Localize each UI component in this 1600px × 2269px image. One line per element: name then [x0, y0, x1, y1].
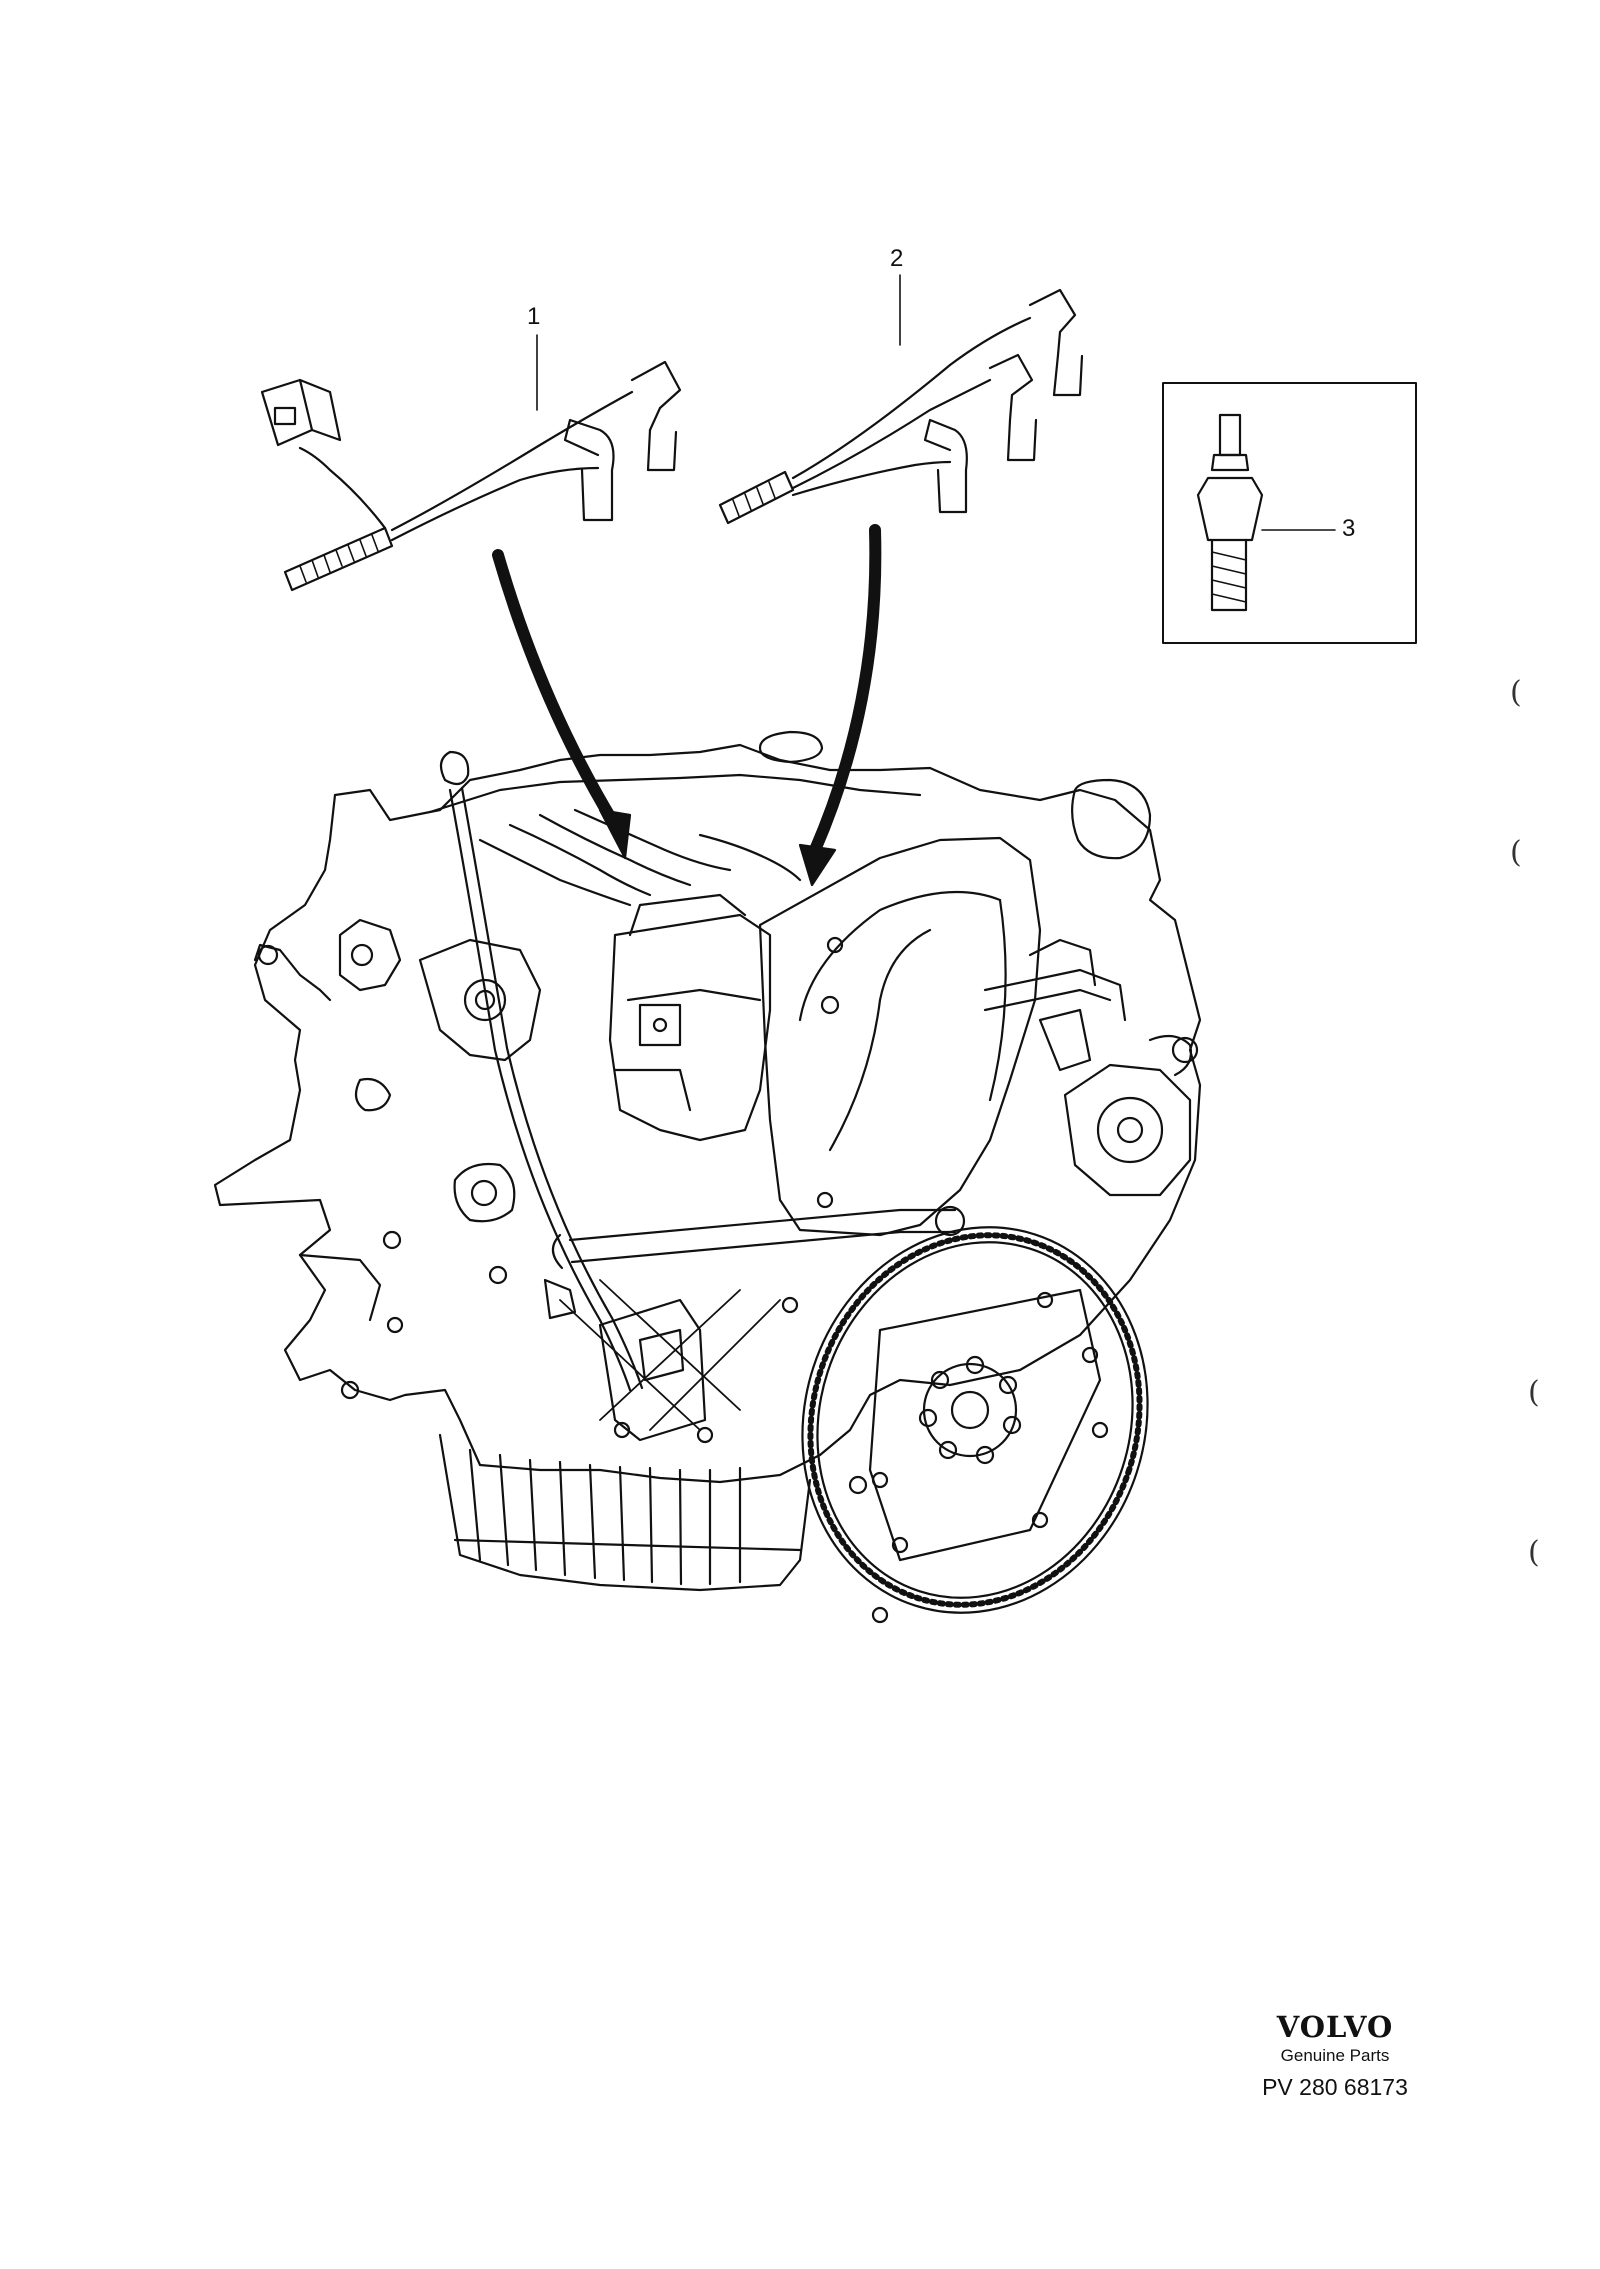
drawing-code: PV 280 68173 — [1262, 2074, 1408, 2100]
brand-block: VOLVO Genuine Parts PV 280 68173 — [1230, 2010, 1440, 2101]
engine-assembly — [213, 730, 1202, 1624]
margin-mark: ( — [1528, 1535, 1540, 1570]
callout-3: 3 — [1342, 515, 1356, 542]
part-1-ignition-lead-set — [260, 334, 682, 592]
margin-mark: ( — [1510, 675, 1522, 710]
callout-2: 2 — [890, 245, 904, 272]
margin-mark: ( — [1528, 1375, 1540, 1410]
assembly-arrows — [492, 524, 882, 887]
part-3-sensor-inset — [1162, 382, 1417, 644]
callout-1: 1 — [527, 303, 541, 330]
part-2-ignition-lead-set — [718, 274, 1084, 525]
flywheel — [801, 1226, 1149, 1614]
brand-subtitle: Genuine Parts — [1280, 2046, 1390, 2065]
margin-mark: ( — [1510, 835, 1522, 870]
volvo-logo: VOLVO — [1276, 2010, 1394, 2044]
